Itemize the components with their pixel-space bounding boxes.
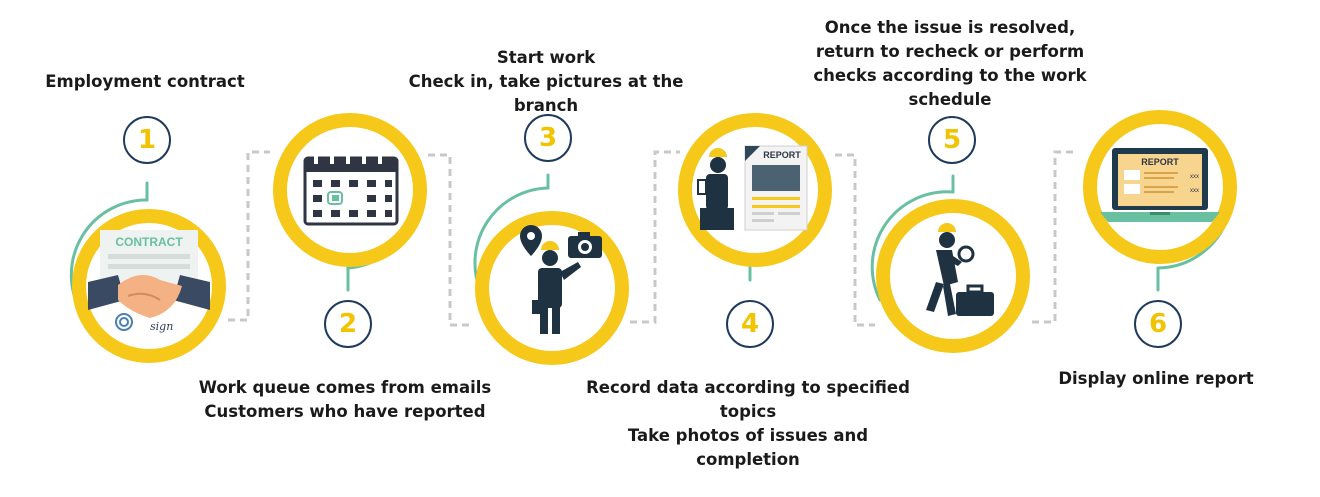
step-1-number-badge: 1 <box>123 116 171 164</box>
step-3-label-line: Start work <box>496 48 596 67</box>
step-1-label: Employment contract <box>40 70 250 94</box>
step-3-label: Start work Check in, take pictures at th… <box>400 46 692 118</box>
step-3-icon-circle <box>475 211 629 365</box>
connector-4-5 <box>835 153 875 327</box>
step-4-label-line: completion <box>696 450 800 469</box>
report-word: REPORT <box>763 150 801 160</box>
handshake-contract-icon: CONTRACT sign <box>88 230 210 333</box>
step-5-icon-circle <box>876 199 1030 353</box>
step-2-label: Work queue comes from emails Customers w… <box>195 376 495 424</box>
worker-report-icon: REPORT <box>697 145 808 231</box>
step-3-number-badge: 3 <box>524 114 572 162</box>
connector-2-3 <box>428 153 472 327</box>
step-5-label: Once the issue is resolved, return to re… <box>800 16 1100 112</box>
inspector-magnifier-icon <box>926 223 994 316</box>
step-5-number-badge: 5 <box>928 116 976 164</box>
step-4-label-line: Take photos of issues and <box>627 426 869 445</box>
step-3-label-line: Check in, take pictures at the <box>408 72 684 91</box>
step-2-label-line: Customers who have reported <box>204 402 486 421</box>
step-4-label-line: topics <box>719 402 777 421</box>
step-5-label-line: return to recheck or perform <box>815 42 1085 61</box>
contract-word: CONTRACT <box>115 235 183 249</box>
step-6-label-line: Display online report <box>1058 369 1254 388</box>
step-6-icon-circle: REPORT xxx xxx <box>1083 110 1237 264</box>
step-2-label-line: Work queue comes from emails <box>198 378 492 397</box>
step-2-icon-circle <box>273 113 427 267</box>
step-5-label-line: checks according to the work <box>813 66 1087 85</box>
step-4-label: Record data according to specified topic… <box>578 376 918 472</box>
step-1-icon-circle: CONTRACT sign <box>72 209 226 363</box>
worker-camera-location-icon <box>520 225 602 334</box>
step-6-number-badge: 6 <box>1134 300 1182 348</box>
laptop-report-icon: REPORT xxx xxx <box>1100 148 1220 222</box>
step-4-icon-circle: REPORT <box>678 113 832 267</box>
calendar-icon <box>303 154 399 226</box>
step-6-label: Display online report <box>1046 367 1266 391</box>
step-3-label-line: branch <box>513 96 579 115</box>
connector-5-6 <box>1032 150 1078 324</box>
step-2-number-badge: 2 <box>324 300 372 348</box>
sign-word: sign <box>150 320 173 333</box>
step-4-label-line: Record data according to specified <box>586 378 910 397</box>
xxx-label: xxx <box>1190 174 1199 180</box>
connector-3-4 <box>630 150 680 324</box>
report-word: REPORT <box>1141 157 1179 167</box>
step-1-label-line: Employment contract <box>45 72 245 91</box>
step-5-label-line: schedule <box>908 90 992 109</box>
step-4-number-badge: 4 <box>726 300 774 348</box>
connector-1-2 <box>228 150 270 322</box>
xxx-label: xxx <box>1190 188 1199 194</box>
step-5-label-line: Once the issue is resolved, <box>824 18 1076 37</box>
connectors <box>228 150 1078 327</box>
